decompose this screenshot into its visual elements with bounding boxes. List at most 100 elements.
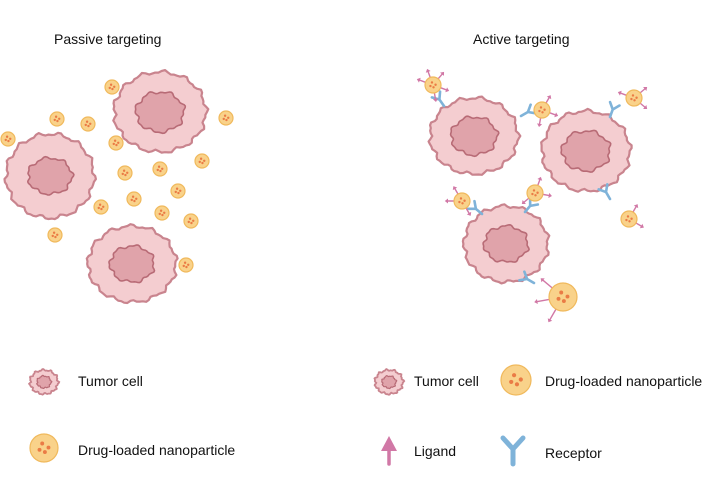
drug-dot [459,197,463,200]
drug-dot [159,209,163,212]
drug-dot [130,198,133,202]
nanoparticle [548,282,578,312]
drug-dot [458,200,461,204]
drug-dot [536,191,539,194]
nanoparticle-shell [29,433,59,463]
nanoparticle [170,183,186,199]
nanoparticle [152,161,168,177]
drug-dot [122,169,126,172]
drug-dot [52,231,56,234]
receptor [518,270,536,285]
drug-dot [53,118,56,122]
drug-dot [161,213,164,217]
drug-dot [192,219,195,222]
nanoparticle-shell [126,191,142,207]
drug-dot [56,119,59,123]
tumor-cell [3,131,97,221]
drug-dot [532,189,536,192]
ligand [452,186,460,196]
drug-dot [538,109,541,113]
ligand [444,198,456,204]
drug-dot [126,171,129,174]
drug-dot [630,217,633,220]
nanoparticle [104,79,120,95]
drug-dot [109,83,113,86]
drug-dot [511,373,517,378]
drug-dot [187,263,190,266]
drug-dot [115,143,118,147]
nanoparticle [218,110,234,126]
drug-dot [223,114,227,117]
drug-dot [117,141,120,144]
drug-dot [174,190,177,194]
ligand [436,71,445,81]
drug-dot [188,217,192,220]
tumor-cell [540,107,633,193]
ligand [536,176,543,187]
drug-dot [199,157,203,160]
legend-passive-tumor-cell-label: Tumor cell [78,373,143,389]
nanoparticle [424,76,442,94]
nanoparticle [47,227,63,243]
nanoparticle [117,165,133,181]
nanoparticle-shell [49,111,65,127]
ligand [548,111,559,118]
drug-dot [54,115,58,118]
drug-dot [635,96,638,99]
ligand [638,101,648,110]
nanoparticle-shell [533,101,551,119]
nanoparticle-shell [80,116,96,132]
ligand [634,221,644,229]
nanoparticle-shell [0,131,16,147]
cell-nucleus [27,155,75,196]
drug-dot [626,215,630,218]
drug-dot [509,379,514,385]
drug-dot [630,97,633,101]
nanoparticle [126,191,142,207]
drug-dot [179,189,182,192]
nanoparticle-shell [620,210,638,228]
drug-dot [631,94,635,97]
legend-active-tumor-cell-label: Tumor cell [414,373,479,389]
drug-dot [40,441,45,446]
legend-tumor-cell-icon [27,368,61,396]
drug-dot [58,117,61,120]
drug-dot [183,261,187,264]
drug-dot [461,202,464,205]
drug-dot [185,265,188,269]
nanoparticle [620,210,638,228]
nanoparticle-shell [170,183,186,199]
ligand [521,196,531,205]
cell-nucleus [482,224,530,263]
drug-dot [543,108,546,111]
drug-dot [633,99,636,102]
nanoparticle-shell [93,199,109,215]
drug-dot [135,197,138,200]
nanoparticle-shell [178,257,194,273]
cell-nucleus [560,129,612,173]
drug-dot [159,169,162,173]
nanoparticle-shell [154,205,170,221]
drug-dot [133,199,136,203]
drug-dot [514,382,520,387]
drug-dot [565,294,570,299]
drug-dot [177,191,180,195]
legend-receptor-icon [500,435,526,467]
drug-dot [227,116,230,119]
drug-dot [113,139,117,142]
drug-dot [222,117,225,121]
nanoparticle [0,131,16,147]
drug-dot [54,235,57,239]
nanoparticle-shell [218,110,234,126]
legend-active-nanoparticle-label: Drug-loaded nanoparticle [545,373,703,389]
drug-dot [124,173,127,177]
nanoparticle-shell [117,165,133,181]
cell-nucleus [108,244,156,284]
nanoparticle-shell [453,192,471,210]
cell-nucleus [449,115,500,158]
nanoparticle-shell [424,76,442,94]
nanoparticle-shell [526,184,544,202]
drug-dot [225,118,228,122]
nanoparticle-shell [104,79,120,95]
nanoparticle [453,192,471,210]
